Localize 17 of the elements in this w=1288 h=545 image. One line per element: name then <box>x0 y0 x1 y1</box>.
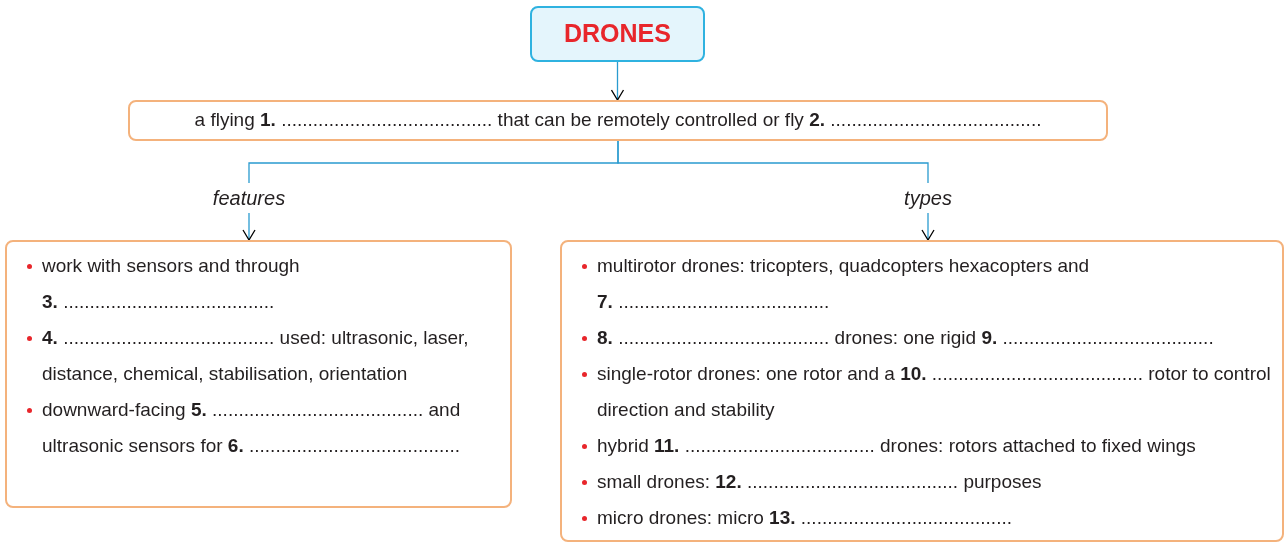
arrow <box>242 212 256 241</box>
list-item-text: multirotor drones: tricopters, quadcopters hexacopters and 7. ........................................ <box>597 254 1091 314</box>
list-item-text: micro drones: micro 13. ........................................ <box>597 506 1012 530</box>
list-item-text: small drones: 12. ........................................ purposes <box>597 470 1042 494</box>
bullet-list-box <box>560 240 1284 542</box>
arrow <box>921 212 935 241</box>
list-item-text: work with sensors and through 3. ........................................ <box>42 254 301 314</box>
branch-label: types <box>878 183 978 213</box>
definition-box: a flying 1. ........................................ that can be remotely controlled or fly 2. ........................................ <box>128 100 1108 141</box>
bullet-list-box <box>5 240 512 508</box>
list-item-text: hybrid 11. .................................... drones: rotors attached to fixed wings <box>597 434 1196 458</box>
list-item-text: 8. ........................................ drones: one rigid 9. ........................................ <box>597 326 1214 350</box>
list-item-text: downward-facing 5. ........................................ and ultrasonic sensors for 6. ........................................ <box>42 398 462 458</box>
branch-label: features <box>199 183 299 213</box>
title-box: DRONES <box>530 6 705 62</box>
connector-line <box>617 140 929 184</box>
arrow <box>610 61 625 101</box>
